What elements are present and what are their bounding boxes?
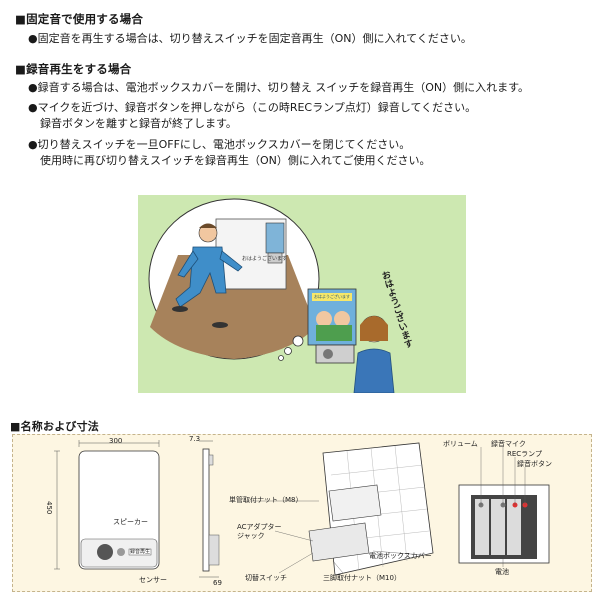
label-switch-tag: 録音再生 [130,549,151,555]
label-mount-nut: 単管取付ナット（M8） [229,496,303,504]
bullet-record-3: ●切り替えスイッチを一旦OFFにし、電池ボックスカバーを閉じてください。 [28,138,411,151]
label-ac-jack: ACアダプター ジャック [237,523,282,540]
poster-title: おはようございます [314,294,350,299]
dim-depth-top: 7.3 [189,435,201,443]
label-mic: 録音マイク [491,440,526,448]
section-heading-fixed-sound: ■固定音で使用する場合 [15,12,144,26]
diagram-lines [54,440,550,578]
label-battery: 電池 [495,568,509,576]
label-switch: 切替スイッチ [245,574,287,582]
label-volume: ボリューム [443,440,478,448]
label-battery-cover: 電池ボックスカバー [369,552,432,560]
label-rec-button: 録音ボタン [517,460,552,468]
bullet-record-2-cont: 録音ボタンを離すと録音が終了します。 [40,117,237,130]
usage-illustration: おはようございます おはようございます おはようございます [138,195,466,393]
dim-width: 300 [109,437,123,445]
dim-depth-bottom: 69 [213,579,222,587]
label-rec-lamp: RECランプ [507,450,542,458]
dim-height: 450 [45,501,53,515]
dimensions-diagram: 300 450 スピーカー 録音再生 センサー 7.3 69 単管取付ナット（M… [12,434,592,592]
speech-small: おはようございます [242,256,288,262]
section-heading-record-playback: ■録音再生をする場合 [15,62,132,76]
section-heading-dimensions: ■名称および寸法 [10,420,99,433]
label-tripod-nut: 三脚取付ナット（M10） [323,574,401,582]
bullet-fixed-sound: ●固定音を再生する場合は、切り替えスイッチを固定音再生（ON）側に入れてください… [28,32,472,45]
bullet-record-1: ●録音する場合は、電池ボックスカバーを開け、切り替え スイッチを録音再生（ON）… [28,81,529,94]
label-speaker: スピーカー [113,518,148,526]
label-sensor: センサー [139,576,167,584]
illustration-graphic [148,198,395,393]
bullet-record-2: ●マイクを近づけ、録音ボタンを押しながら（この時RECランプ点灯）録音してくださ… [28,101,477,114]
bullet-record-3-cont: 使用時に再び切り替えスイッチを録音再生（ON）側に入れてご使用ください。 [40,154,431,167]
